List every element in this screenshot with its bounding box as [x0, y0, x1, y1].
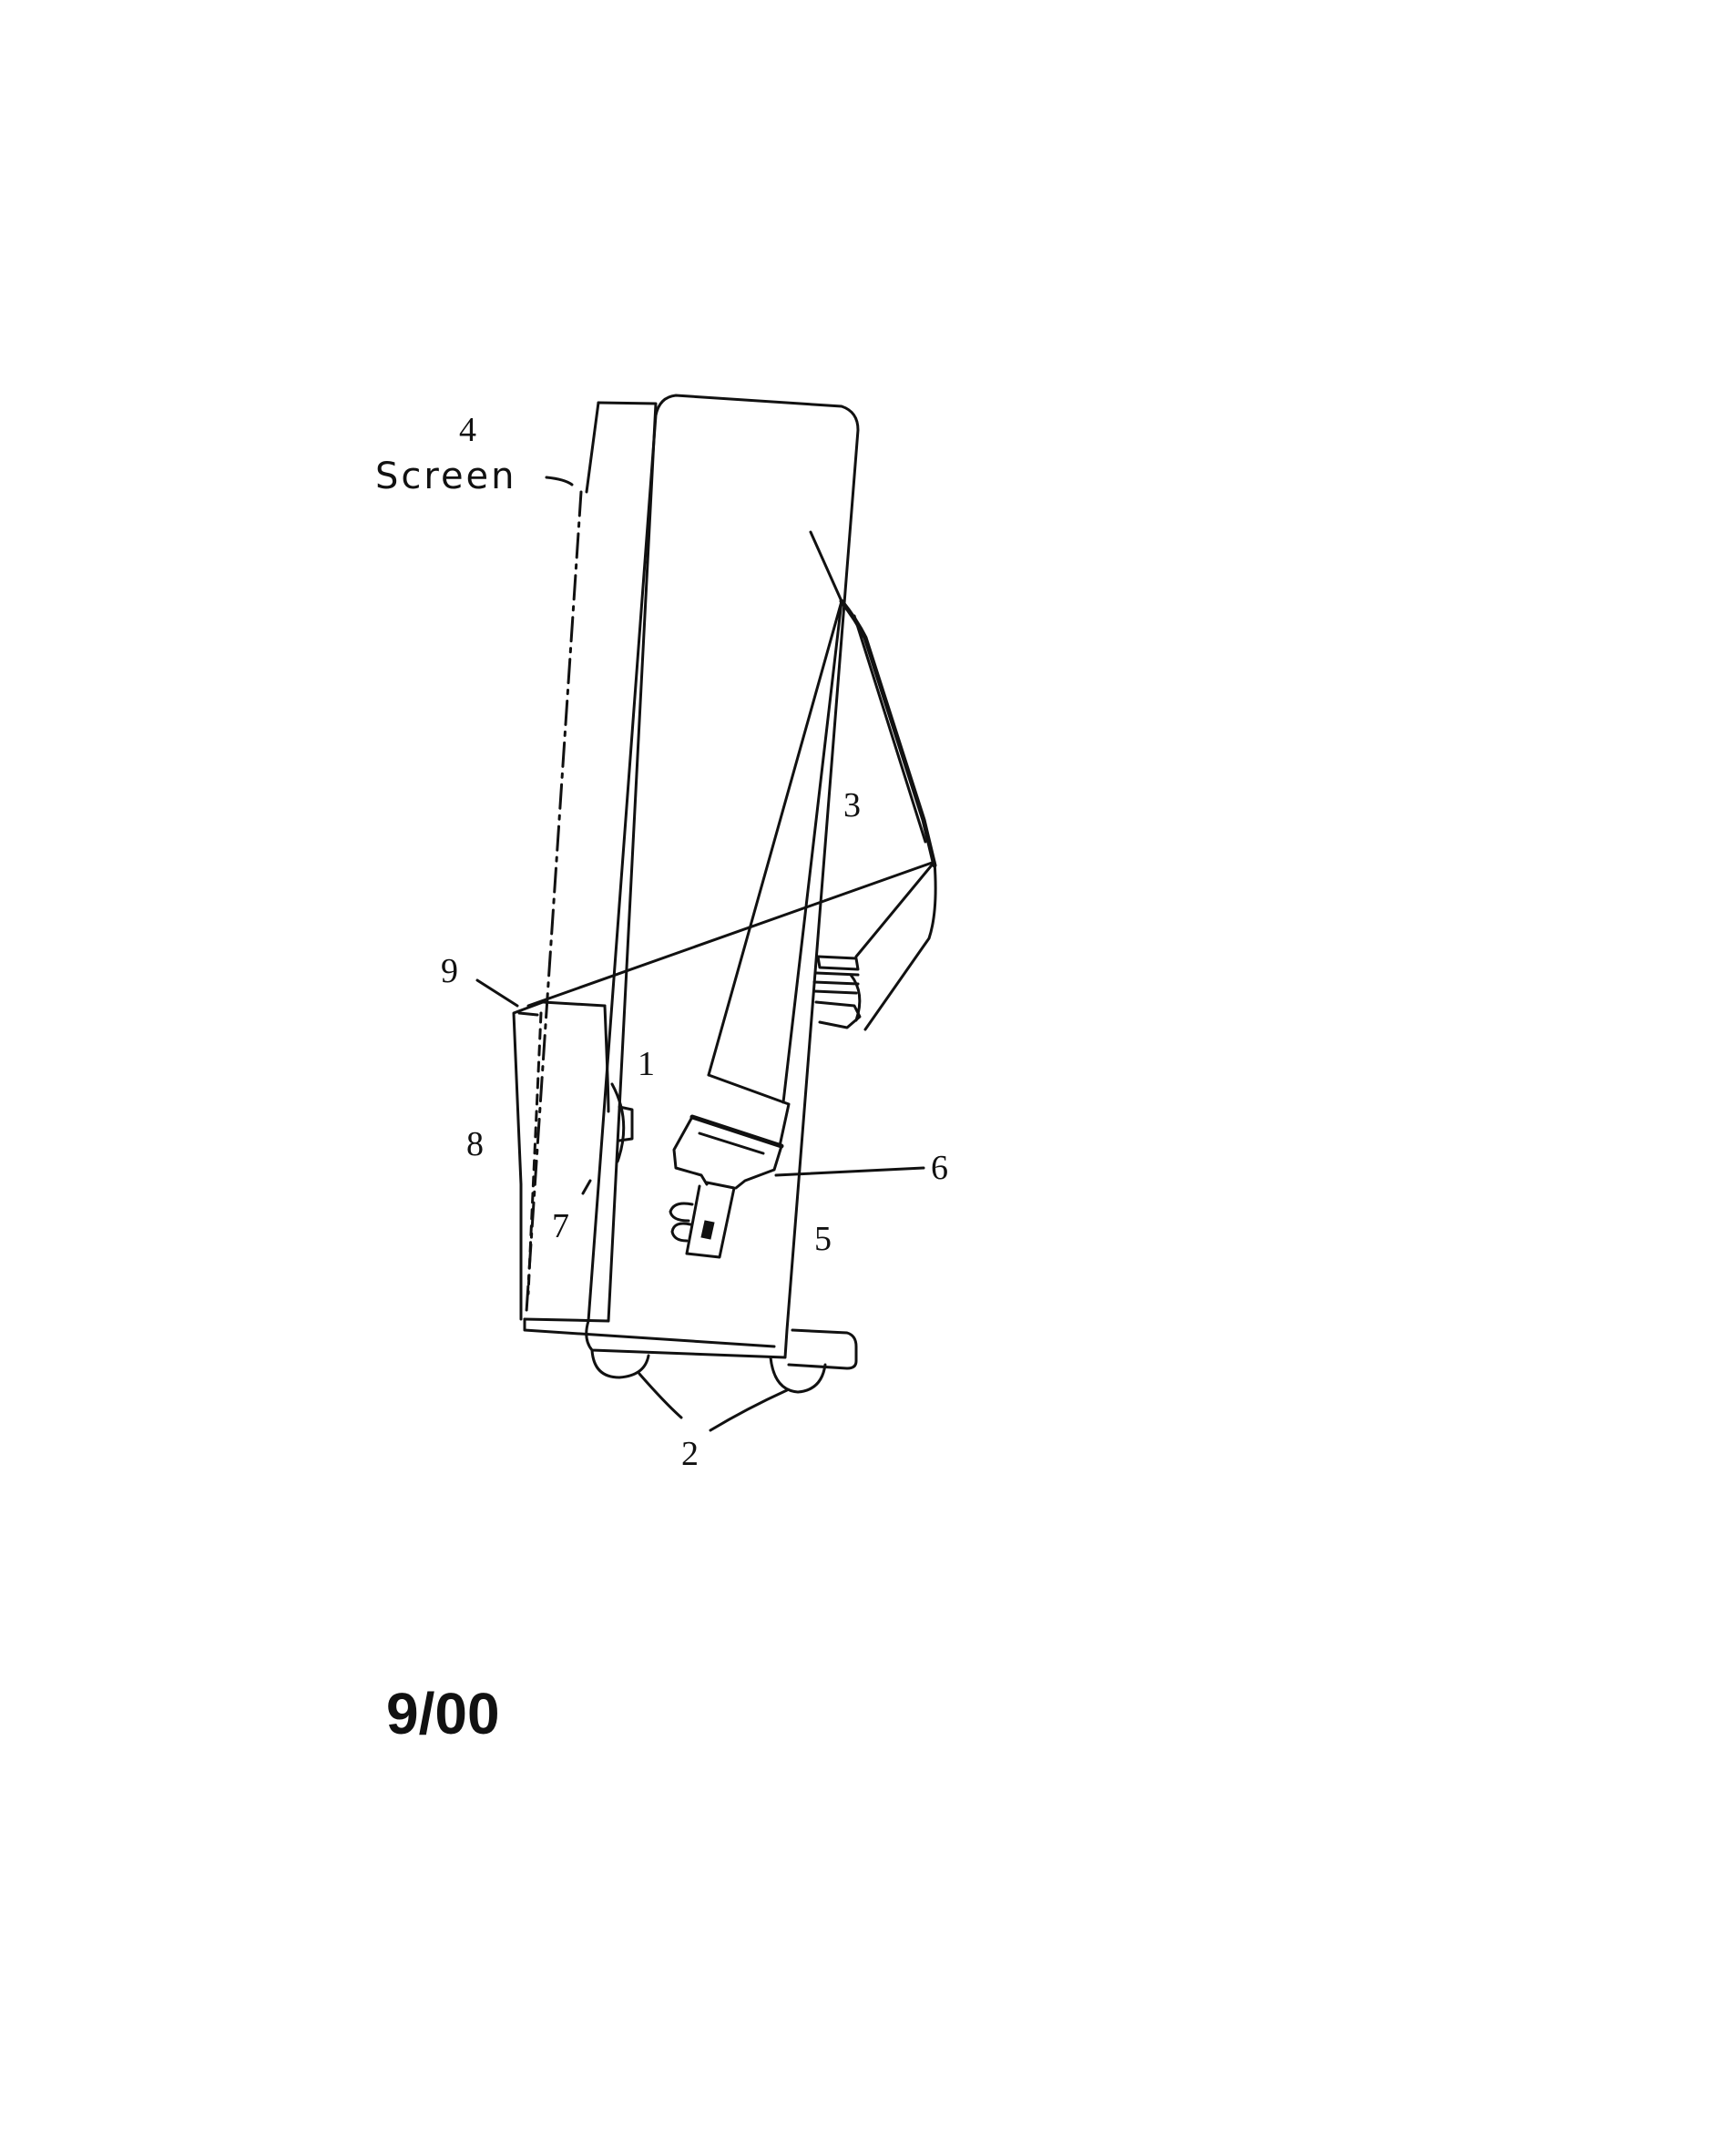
label-ref-3: 3: [843, 786, 861, 824]
label-ref-2: 2: [681, 1435, 699, 1473]
label-screen-number: 4: [459, 411, 476, 449]
label-ref-8: 8: [466, 1125, 484, 1163]
label-ref-6: 6: [931, 1149, 948, 1187]
sheet-number: 9/00: [386, 1681, 500, 1746]
rear-wheel: [769, 1356, 827, 1394]
screen-panel: [523, 401, 658, 1323]
base-and-wheels: [523, 1317, 858, 1394]
side-compartment: [512, 1000, 610, 1321]
label-ref-7: 7: [552, 1207, 569, 1245]
label-screen-word: Screen: [375, 456, 517, 497]
label-ref-1: 1: [638, 1045, 655, 1083]
leader-lines: [475, 476, 925, 1432]
projection-light-path: [526, 530, 937, 1104]
main-cabinet: [585, 394, 860, 1359]
front-wheel: [590, 1348, 650, 1379]
projector-unit: [669, 1073, 791, 1259]
mirror-hinge: [812, 955, 862, 1029]
label-ref-5: 5: [814, 1220, 832, 1258]
label-ref-9: 9: [441, 952, 458, 990]
control-knob: [610, 1082, 634, 1163]
